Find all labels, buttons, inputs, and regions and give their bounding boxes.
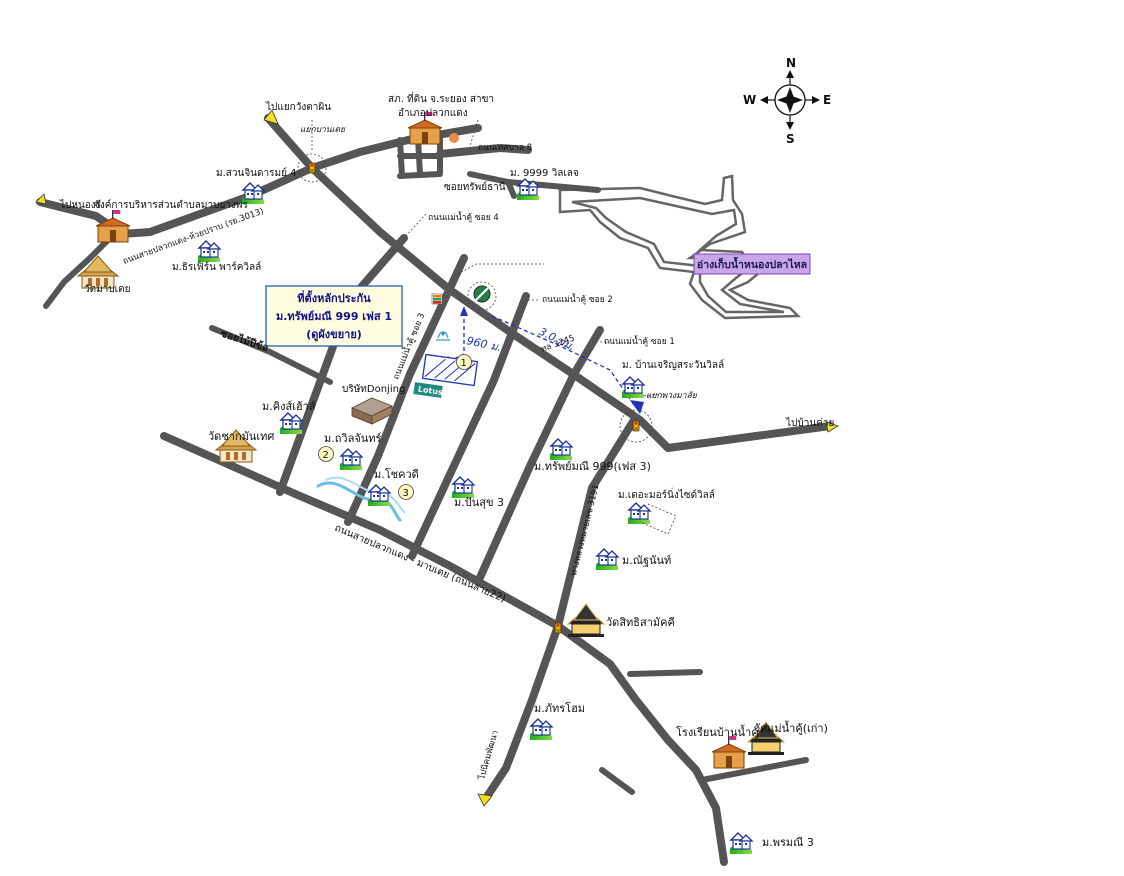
house-icon-natnan	[595, 548, 619, 571]
distance-960: 960 ม.	[465, 334, 502, 354]
label-m-phatchara: ม.ภัทรโฮม	[534, 701, 585, 715]
label-m-tusa: ม.ธิรเฟิร์น พาร์ควิลล์	[172, 261, 261, 273]
label-soi1: ถนนแม่น้ำคู้ ซอย 1	[604, 335, 675, 347]
junction-circles	[297, 119, 661, 443]
marker-2: 2	[318, 446, 334, 462]
label-office: สภ. ที่ดิน จ.ระยอง สาขา	[388, 91, 494, 105]
arrow-north-icon	[263, 109, 279, 125]
arrow-south-icon	[477, 793, 493, 807]
arrow-west-icon	[35, 193, 47, 205]
fountain-icon	[436, 331, 450, 341]
house-icon-tusa	[197, 240, 221, 263]
label-suan-chin: ม.สวนจินดารมย์ 4	[216, 167, 297, 179]
house-icon-ban-charoen	[621, 376, 645, 399]
label-to-nikhom: ไปนิคมพัฒนา	[476, 729, 501, 782]
house-icon-pansuk3	[451, 476, 475, 499]
signal-icon-top	[308, 162, 316, 174]
label-donjing: บริษัทDonjing	[342, 384, 405, 395]
label-to-ban-khai: ไปบ้านค่าย	[785, 417, 834, 429]
marker-1-label: 1	[461, 358, 467, 369]
compass-rose: N S E W	[743, 56, 831, 146]
lerd-callout	[639, 503, 677, 535]
label-soi2: ถนนแม่น้ำคู้ ซอย 2	[542, 293, 613, 305]
label-m-pansuk3: ม.ปันสุข 3	[454, 496, 504, 509]
label-org-tambon: จงค์การบริหารส่วนตำบลมาบยางพร	[94, 199, 248, 211]
donjing-factory-icon	[351, 397, 393, 425]
label-hwy3191: ทางหลวงหมายเลข 3191	[569, 484, 601, 577]
reservoir-label: อ่างเก็บน้ำหนองปลาไหล	[697, 256, 807, 271]
arrow-east-icon	[825, 421, 839, 433]
label-m-phonmani3: ม.พรมณี 3	[762, 836, 814, 849]
label-thetsaban8: ถนนเทศบาล 8	[478, 143, 532, 153]
marker-2-label: 2	[323, 450, 329, 461]
house-icon-lerd	[627, 502, 651, 525]
temple-icon-sitsamakkhi	[567, 603, 605, 638]
compass-n: N	[786, 56, 796, 70]
label-to-nong-ri: ไปหนองรี	[59, 199, 102, 211]
house-icon-phonmani3	[729, 832, 753, 855]
direction-arrows	[35, 109, 839, 807]
marker-3: 3	[398, 484, 414, 500]
house-icon-chotchawadi	[367, 484, 391, 507]
house-icon-sapmani3	[549, 438, 573, 461]
compass-e: E	[823, 93, 831, 107]
location-box-line2: ม.ทรัพย์มณี 999 เฟส 1	[276, 310, 392, 323]
label-soi-mai-phi: ซอยไม้ปีข้อ	[219, 326, 270, 354]
label-m-tawilchan: ม.ถวิลจันทร์	[324, 432, 382, 445]
reservoir-outline	[558, 174, 801, 320]
distance-indicators	[451, 312, 637, 409]
map-labels: ไปแยกวังตาผิน แยกบานเตย สภ. ที่ดิน จ.ระย…	[59, 91, 834, 849]
label-wat-sitsamakkhi: วัดสิทธิสามัคคี	[606, 616, 675, 629]
label-soi4: ถนนแม่น้ำคู้ ซอย 4	[428, 211, 499, 223]
label-wat-chakmanthet: วัดชากมันเทศ	[208, 430, 274, 443]
office-logo-icon	[449, 133, 459, 143]
compass-s: S	[786, 132, 795, 146]
label-m-sapmani3: ม.ทรัพย์มณี 999(เฟส 3)	[534, 460, 651, 473]
label-m9999: ม. 9999 วิลเลจ	[510, 168, 579, 179]
label-school: โรงเรียนบ้านน้ำคู้	[676, 724, 759, 739]
location-box-line3: (ดูผังขยาย)	[306, 328, 362, 342]
label-tha-kham-junction: แยกบานเตย	[300, 125, 346, 135]
location-box: ที่ตั้งหลักประกัน ม.ทรัพย์มณี 999 เฟส 1 …	[265, 285, 403, 347]
marker-3-label: 3	[403, 488, 409, 499]
label-m-natnan: ม.ณัฐนันท์	[622, 554, 671, 567]
lotus-label: Lotus	[417, 385, 443, 397]
label-kaeng-phaithong: แยกพวงมาลัย	[646, 391, 698, 401]
location-box-line1: ที่ตั้งหลักประกัน	[297, 290, 371, 305]
house-icon-phatchara	[529, 718, 553, 741]
label-m-lerd: ม.เดอะมอร์นิ่งไซด์วิลล์	[618, 487, 715, 501]
marker-1: 1	[456, 354, 472, 370]
label-office-2: อำเภอปลวกแดง	[398, 108, 468, 119]
label-soi-sap-thani: ซอยทรัพย์ธานี	[444, 181, 506, 193]
lotus-store-badge: Lotus	[413, 382, 444, 398]
label-m-king: ม.คิงส์เฮ้าส์	[262, 400, 316, 413]
label-m-ban-charoen: ม. บ้านเจริญสระวันวิลล์	[622, 359, 724, 371]
gas-station-icon	[473, 285, 491, 303]
compass-w: W	[743, 93, 756, 107]
label-m-chotchawadi: ม.โชควดี	[374, 467, 419, 481]
signal-icon-south	[554, 622, 562, 634]
seven-eleven-icon	[431, 293, 443, 305]
label-to-chak-noen: ไปแยกวังตาผิน	[265, 101, 331, 113]
house-icon-king	[279, 412, 303, 435]
reservoir-label-box: อ่างเก็บน้ำหนองปลาไหล	[693, 253, 811, 275]
govt-icon-school	[711, 735, 747, 769]
label-wat-ban-loet: วัดมาบเตย	[84, 284, 130, 295]
label-wat-maenamkhu: วัดแม่น้ำคู้(เก่า)	[754, 720, 828, 735]
house-icon-tawilchan	[339, 448, 363, 471]
signal-icon-east	[632, 420, 640, 432]
